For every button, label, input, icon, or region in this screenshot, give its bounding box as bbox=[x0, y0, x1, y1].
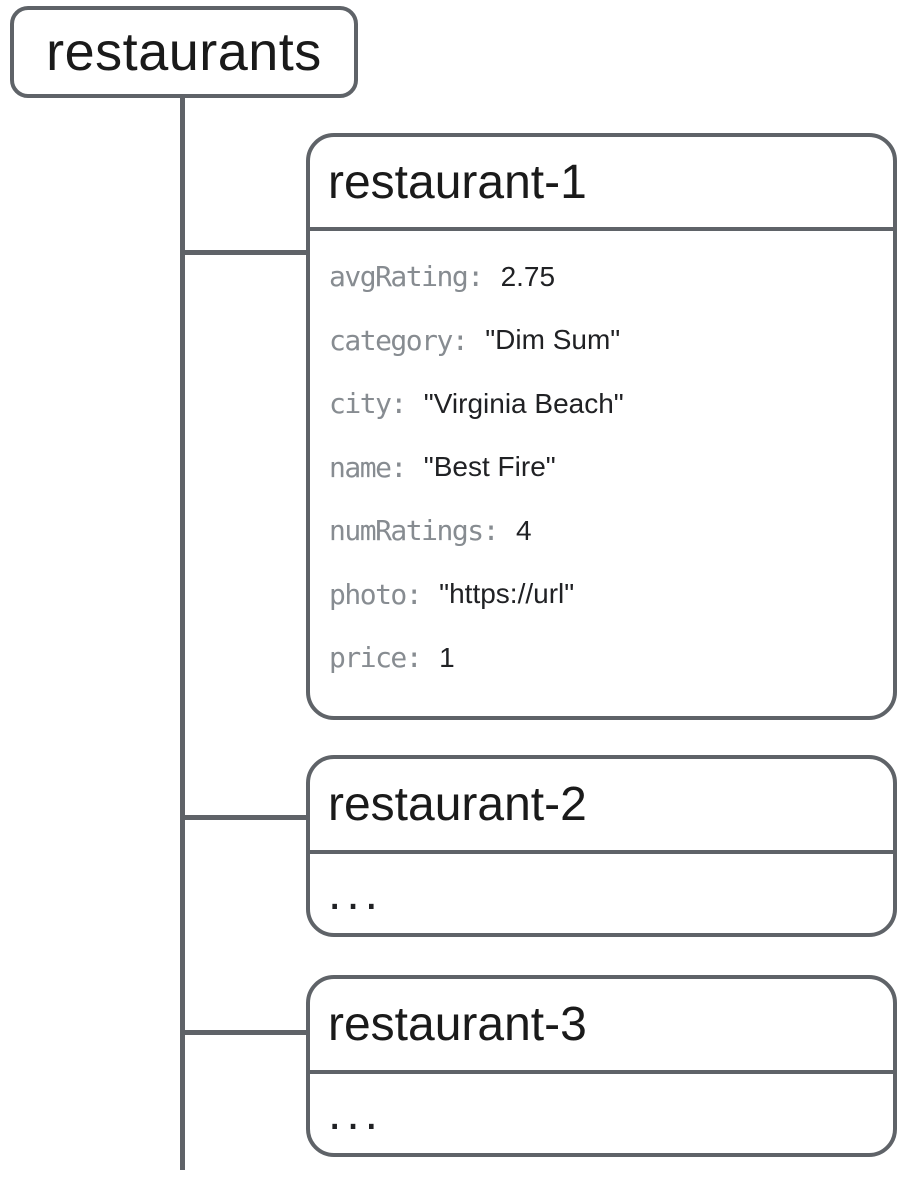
field-key: avgRating: bbox=[329, 260, 484, 294]
ellipsis-text: ... bbox=[328, 867, 384, 920]
field-row-category: category: "Dim Sum" bbox=[329, 309, 893, 373]
document-card-restaurant-2: restaurant-2 ... bbox=[306, 755, 897, 937]
document-fields-collapsed: ... bbox=[310, 1074, 893, 1153]
collection-label: restaurants bbox=[46, 22, 322, 82]
document-header: restaurant-1 bbox=[310, 137, 893, 231]
connector-line-restaurant-1 bbox=[181, 250, 307, 255]
field-row-price: price: 1 bbox=[329, 626, 893, 690]
field-key: city: bbox=[329, 387, 407, 421]
document-title: restaurant-1 bbox=[328, 155, 587, 209]
field-row-city: city: "Virginia Beach" bbox=[329, 372, 893, 436]
document-header: restaurant-2 bbox=[310, 759, 893, 854]
field-row-numRatings: numRatings: 4 bbox=[329, 499, 893, 563]
collection-node-restaurants: restaurants bbox=[10, 6, 358, 98]
field-key: numRatings: bbox=[329, 514, 499, 548]
field-value: "https://url" bbox=[439, 578, 575, 610]
field-row-name: name: "Best Fire" bbox=[329, 436, 893, 500]
connector-line-restaurant-2 bbox=[181, 815, 307, 820]
field-key: category: bbox=[329, 323, 469, 357]
field-key: price: bbox=[329, 641, 423, 675]
document-card-restaurant-3: restaurant-3 ... bbox=[306, 975, 897, 1157]
field-value: "Best Fire" bbox=[423, 451, 556, 483]
document-fields-collapsed: ... bbox=[310, 854, 893, 933]
field-value: 1 bbox=[439, 641, 455, 673]
document-card-restaurant-1: restaurant-1 avgRating: 2.75 category: "… bbox=[306, 133, 897, 720]
ellipsis-text: ... bbox=[328, 1087, 384, 1140]
tree-trunk-line bbox=[180, 98, 185, 1170]
field-key: name: bbox=[329, 450, 407, 484]
field-value: 4 bbox=[515, 514, 532, 546]
field-row-photo: photo: "https://url" bbox=[329, 563, 893, 627]
field-row-avgRating: avgRating: 2.75 bbox=[329, 245, 893, 309]
document-header: restaurant-3 bbox=[310, 979, 893, 1074]
field-value: "Dim Sum" bbox=[485, 324, 621, 356]
field-value: 2.75 bbox=[500, 260, 556, 292]
document-title: restaurant-3 bbox=[328, 998, 587, 1051]
connector-line-restaurant-3 bbox=[181, 1030, 307, 1035]
field-value: "Virginia Beach" bbox=[423, 387, 624, 419]
field-key: photo: bbox=[329, 577, 423, 611]
document-fields: avgRating: 2.75 category: "Dim Sum" city… bbox=[310, 231, 893, 690]
document-title: restaurant-2 bbox=[328, 778, 587, 831]
